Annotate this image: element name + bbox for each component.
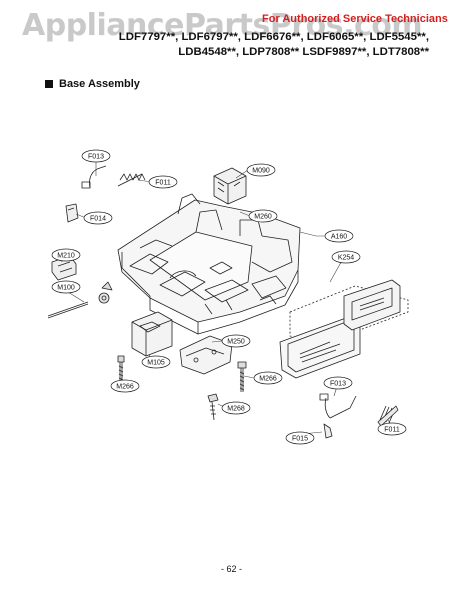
- svg-text:F013: F013: [88, 154, 104, 161]
- part-label-m090[interactable]: M090: [246, 163, 276, 177]
- svg-text:M090: M090: [252, 168, 270, 175]
- part-label-m266-left[interactable]: M266: [110, 379, 140, 393]
- bracket-f014: [65, 203, 79, 223]
- svg-text:F015: F015: [292, 436, 308, 443]
- page-number: - 62 -: [220, 564, 242, 574]
- spring-bottom: [377, 405, 399, 427]
- box-m105: [131, 311, 173, 357]
- part-label-f011-bottom[interactable]: F011: [377, 422, 407, 436]
- part-label-a160[interactable]: A160: [324, 229, 354, 243]
- float-assembly: [213, 167, 247, 205]
- svg-text:M210: M210: [57, 253, 75, 260]
- svg-text:M260: M260: [254, 214, 272, 221]
- part-label-m105[interactable]: M105: [141, 355, 171, 369]
- bracket-m250: [179, 335, 233, 375]
- section-title-text: Base Assembly: [59, 78, 140, 90]
- control-module-k254: [279, 279, 409, 379]
- svg-text:A160: A160: [331, 234, 347, 241]
- part-label-m250[interactable]: M250: [221, 334, 251, 348]
- svg-text:F011: F011: [384, 427, 400, 434]
- hose-m100: [47, 281, 113, 319]
- svg-text:M250: M250: [227, 339, 245, 346]
- svg-text:F013: F013: [330, 381, 346, 388]
- part-label-m210[interactable]: M210: [51, 248, 81, 262]
- service-notice: For Authorized Service Technicians: [262, 13, 448, 25]
- model-list-line-2: LDB4548**, LDP7808** LSDF9897**, LDT7808…: [178, 46, 429, 58]
- part-label-m268[interactable]: M268: [221, 401, 251, 415]
- square-bullet-icon: [45, 80, 53, 88]
- part-label-f014[interactable]: F014: [83, 211, 113, 225]
- model-list-line-1: LDF7797**, LDF6797**, LDF6676**, LDF6065…: [118, 31, 429, 43]
- part-label-m260[interactable]: M260: [248, 209, 278, 223]
- screw-m268: [207, 393, 219, 421]
- part-label-m266-right[interactable]: M266: [253, 371, 283, 385]
- model-list: LDF7797**, LDF6797**, LDF6676**, LDF6065…: [119, 30, 429, 60]
- svg-text:M266: M266: [259, 376, 277, 383]
- part-label-m100[interactable]: M100: [51, 280, 81, 294]
- svg-text:M268: M268: [227, 406, 245, 413]
- section-title: Base Assembly: [45, 78, 140, 90]
- watermark: AppliancePartsPros.com: [22, 8, 423, 43]
- part-label-k254[interactable]: K254: [331, 250, 361, 264]
- svg-text:F011: F011: [155, 180, 171, 187]
- sensor-top: [81, 165, 107, 189]
- part-label-f013-bottom[interactable]: F013: [323, 376, 353, 390]
- svg-text:K254: K254: [338, 255, 354, 262]
- svg-text:M266: M266: [116, 384, 134, 391]
- svg-text:M105: M105: [147, 360, 165, 367]
- sensor-bottom: [319, 393, 357, 439]
- part-label-f013-top[interactable]: F013: [81, 149, 111, 163]
- screw-m266-right: [237, 361, 247, 392]
- base-tub: [117, 193, 301, 335]
- svg-text:F014: F014: [90, 216, 106, 223]
- part-label-f011-top[interactable]: F011: [148, 175, 178, 189]
- part-label-f015[interactable]: F015: [285, 431, 315, 445]
- spring-top: [117, 173, 146, 187]
- svg-text:M100: M100: [57, 285, 75, 292]
